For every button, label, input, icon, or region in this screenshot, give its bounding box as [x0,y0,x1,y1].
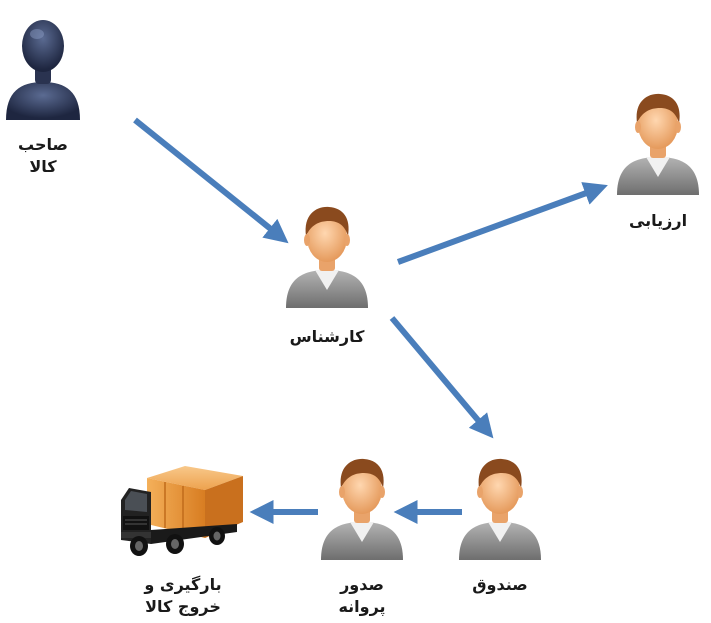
owner-label-line1: صاحب [18,135,68,154]
expert-label: کارشناس [285,326,369,348]
arrow-owner-to-expert [133,117,289,244]
permit-label-line1: صدور [340,575,384,594]
person-icon [459,458,541,560]
arrow-expert-to-evaluation [396,182,608,265]
evaluation-label: ارزیابی [616,210,700,232]
loading-label: بارگیری و خروج کالا [133,574,233,618]
cashier-label: صندوق [458,574,542,596]
owner-label: صاحب کالا [5,134,81,178]
loading-label-line2: خروج کالا [145,597,221,616]
loading-label-line1: بارگیری و [144,575,222,594]
permit-label-line2: پروانه [338,597,386,616]
person-icon [286,206,368,308]
person-icon [617,93,699,195]
expert-label-line1: کارشناس [289,327,365,346]
cashier-label-line1: صندوق [472,575,528,594]
silhouette-person-icon [6,20,80,120]
truck-icon [121,466,243,556]
owner-label-line2: کالا [29,157,57,176]
evaluation-label-line1: ارزیابی [628,211,688,230]
person-icon [321,458,403,560]
arrow-expert-to-cashier [389,316,494,439]
permit-label: صدور پروانه [320,574,404,618]
